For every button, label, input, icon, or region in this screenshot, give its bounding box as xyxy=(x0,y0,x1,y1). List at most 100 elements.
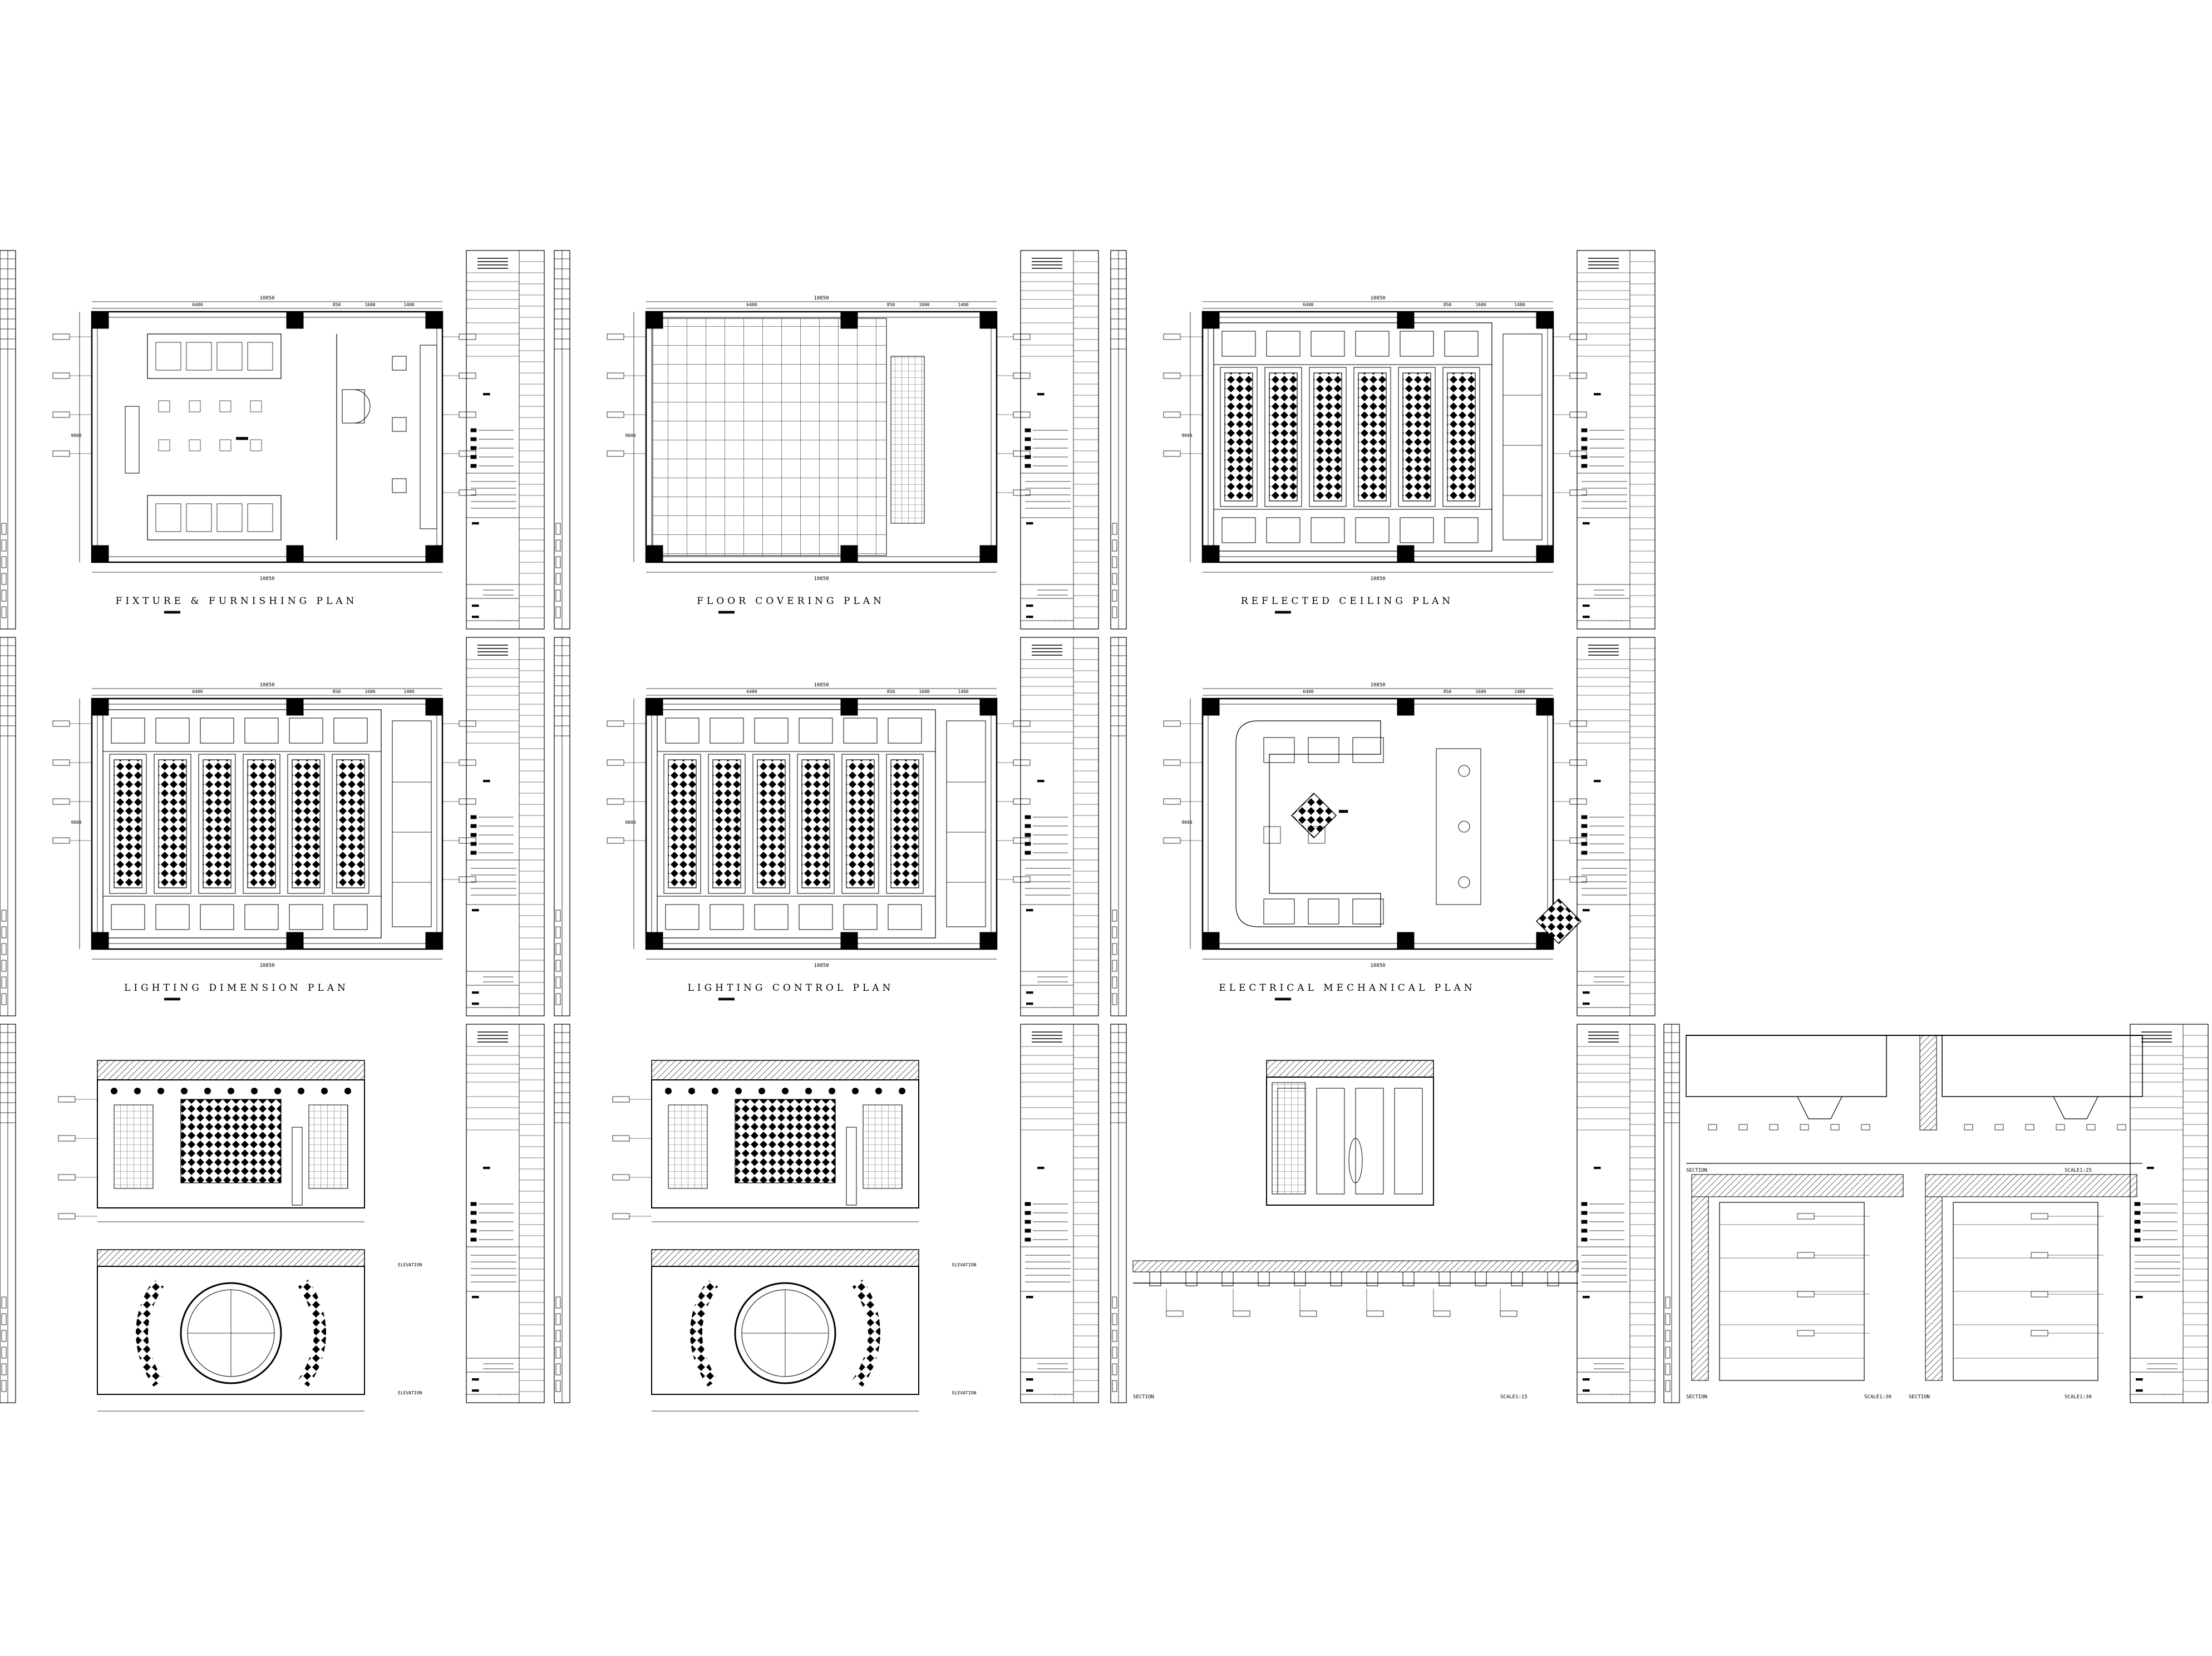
svg-text:9000: 9000 xyxy=(625,433,635,438)
svg-text:10850: 10850 xyxy=(259,576,274,582)
svg-text:10850: 10850 xyxy=(1370,576,1385,582)
svg-text:1600: 1600 xyxy=(919,302,929,307)
svg-text:1400: 1400 xyxy=(1514,302,1525,307)
svg-text:1600: 1600 xyxy=(1475,302,1486,307)
svg-text:■■■: ■■■ xyxy=(1583,908,1590,912)
svg-text:1600: 1600 xyxy=(364,302,375,307)
svg-text:■■■: ■■■ xyxy=(472,1388,479,1393)
svg-text:· · ·: · · · xyxy=(1610,1006,1622,1010)
svg-text:■■■: ■■■ xyxy=(483,392,490,396)
elevation-tag: ELEVATION xyxy=(952,1262,977,1267)
svg-text:· · ·: · · · xyxy=(1610,1393,1622,1397)
svg-text:■■■■■■: ■■■■■■ xyxy=(1275,996,1291,1001)
section-scale: SCALE1:15 xyxy=(1500,1394,1528,1400)
svg-text:· · ·: · · · xyxy=(500,1393,511,1397)
svg-text:■■■: ■■■ xyxy=(1026,1388,1033,1393)
svg-text:· · ·: · · · xyxy=(500,619,511,623)
dim-overall: 10850 xyxy=(1370,682,1385,688)
svg-text:9000: 9000 xyxy=(1181,433,1192,438)
svg-text:■■■■■■: ■■■■■■ xyxy=(1275,610,1291,615)
dim-overall: 10850 xyxy=(1370,296,1385,301)
svg-text:6400: 6400 xyxy=(746,302,757,307)
svg-text:1600: 1600 xyxy=(1475,689,1486,694)
dim-overall: 10850 xyxy=(814,682,829,688)
svg-text:■■■■■■: ■■■■■■ xyxy=(164,610,180,615)
section-scale: SCALE1:30 xyxy=(1864,1394,1891,1400)
svg-text:■■■: ■■■ xyxy=(472,1295,479,1299)
svg-text:■■■: ■■■ xyxy=(1026,1001,1033,1006)
plan-title: REFLECTED CEILING PLAN xyxy=(1241,596,1454,607)
svg-text:■■■: ■■■ xyxy=(2147,1166,2154,1170)
svg-text:■■■: ■■■ xyxy=(1037,779,1045,783)
svg-text:■■■■: ■■■■ xyxy=(236,436,248,441)
svg-text:■■■■■■: ■■■■■■ xyxy=(164,996,180,1001)
svg-text:■■■: ■■■ xyxy=(1583,990,1590,995)
dim-overall: 10850 xyxy=(259,682,274,688)
svg-text:10850: 10850 xyxy=(259,963,274,969)
plan-title: FIXTURE & FURNISHING PLAN xyxy=(116,596,358,607)
section-tag: SECTION xyxy=(1686,1394,1707,1400)
plan-title: LIGHTING CONTROL PLAN xyxy=(688,982,894,994)
svg-text:■■■: ■■■ xyxy=(483,779,490,783)
svg-text:■■■: ■■■ xyxy=(1037,1166,1045,1170)
svg-text:· · ·: · · · xyxy=(1054,1006,1066,1010)
svg-text:· · ·: · · · xyxy=(1054,1393,1066,1397)
svg-text:■■■: ■■■ xyxy=(472,603,479,608)
svg-text:■■■■■■: ■■■■■■ xyxy=(718,996,735,1001)
svg-text:■■■: ■■■ xyxy=(1026,990,1033,995)
svg-text:850: 850 xyxy=(333,302,341,307)
svg-text:■■■: ■■■ xyxy=(1026,615,1033,619)
svg-text:■■■: ■■■ xyxy=(1594,779,1601,783)
svg-text:1400: 1400 xyxy=(958,302,968,307)
dim-overall: 10850 xyxy=(259,296,274,301)
svg-text:9000: 9000 xyxy=(71,433,81,438)
svg-text:■■■: ■■■ xyxy=(1583,1377,1590,1382)
elevation-tag: ELEVATION xyxy=(398,1390,422,1395)
dim-overall: 10850 xyxy=(814,296,829,301)
svg-text:850: 850 xyxy=(1444,302,1452,307)
svg-text:■■■: ■■■ xyxy=(1583,521,1590,525)
plan-title: LIGHTING DIMENSION PLAN xyxy=(124,982,349,994)
svg-text:6400: 6400 xyxy=(746,689,757,694)
svg-text:■■■: ■■■ xyxy=(1026,603,1033,608)
svg-text:1400: 1400 xyxy=(403,689,414,694)
svg-text:6400: 6400 xyxy=(192,302,203,307)
svg-text:9000: 9000 xyxy=(1181,820,1192,825)
svg-text:850: 850 xyxy=(1444,689,1452,694)
svg-text:■■■: ■■■ xyxy=(2136,1388,2143,1393)
svg-text:· · ·: · · · xyxy=(2164,1393,2175,1397)
svg-text:■■■: ■■■ xyxy=(1037,392,1045,396)
svg-text:10850: 10850 xyxy=(814,576,829,582)
svg-text:· · ·: · · · xyxy=(1610,619,1622,623)
svg-text:■■■: ■■■ xyxy=(1583,603,1590,608)
svg-text:■■■: ■■■ xyxy=(1583,1388,1590,1393)
svg-text:■■■: ■■■ xyxy=(472,990,479,995)
svg-text:■■■: ■■■ xyxy=(1026,521,1033,525)
svg-text:9000: 9000 xyxy=(71,820,81,825)
svg-text:■■■: ■■■ xyxy=(1026,908,1033,912)
section-tag: SECTION xyxy=(1133,1394,1154,1400)
svg-text:6400: 6400 xyxy=(192,689,203,694)
plan-title: ELECTRICAL MECHANICAL PLAN xyxy=(1219,982,1475,994)
svg-text:■■■: ■■■ xyxy=(2136,1377,2143,1382)
svg-text:6400: 6400 xyxy=(1303,689,1313,694)
section-tag: SECTION xyxy=(1909,1394,1930,1400)
svg-text:1600: 1600 xyxy=(919,689,929,694)
svg-text:■■■: ■■■ xyxy=(472,1001,479,1006)
elevation-tag: ELEVATION xyxy=(952,1390,977,1395)
svg-text:■■■: ■■■ xyxy=(472,521,479,525)
section-scale: SCALE1:25 xyxy=(2065,1168,2092,1173)
svg-text:■■■■■■: ■■■■■■ xyxy=(718,610,735,615)
svg-text:■■■: ■■■ xyxy=(1583,1001,1590,1006)
svg-text:850: 850 xyxy=(333,689,341,694)
svg-text:■■■: ■■■ xyxy=(1339,809,1348,814)
svg-text:1400: 1400 xyxy=(1514,689,1525,694)
